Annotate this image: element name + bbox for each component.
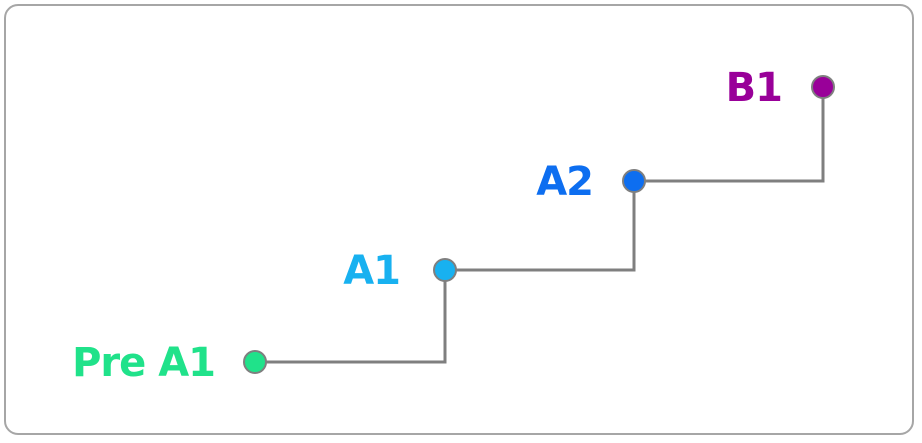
level-marker-a2	[622, 169, 646, 193]
level-marker-pre-a1	[243, 350, 267, 374]
connector-a2-b1	[634, 87, 825, 183]
connector-prea1-a1	[255, 270, 447, 364]
level-label-a1: A1	[343, 248, 400, 294]
level-marker-b1	[811, 75, 835, 99]
level-label-pre-a1: Pre A1	[72, 340, 215, 386]
level-label-b1: B1	[726, 65, 782, 111]
diagram-frame	[4, 4, 914, 435]
connector-a1-a2	[445, 181, 636, 272]
level-marker-a1	[433, 258, 457, 282]
level-label-a2: A2	[536, 159, 593, 205]
